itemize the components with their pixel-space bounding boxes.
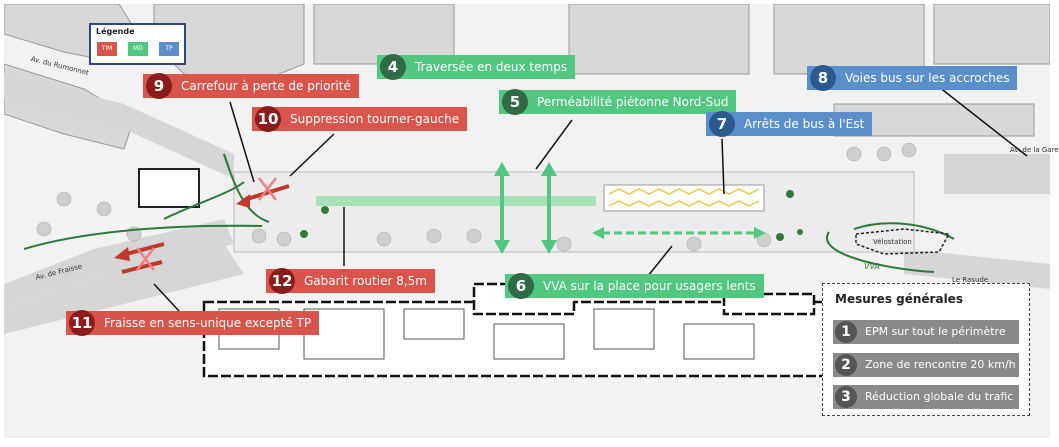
roads (4, 74, 1050, 334)
label-4: 4 Traversée en deux temps (377, 54, 576, 80)
label-5: 5 Perméabilité piétonne Nord-Sud (499, 89, 737, 115)
label-12-number: 12 (269, 268, 295, 294)
label-8-text: Voies bus sur les accroches (845, 71, 1010, 85)
cycle-symbols (300, 190, 803, 241)
measure-1: 1 EPM sur tout le périmètre (833, 320, 1019, 344)
label-11-text: Fraisse en sens-unique excepté TP (104, 316, 312, 330)
measure-2-text: Zone de rencontre 20 km/h (865, 358, 1016, 371)
one-way-arrows (114, 242, 165, 274)
label-7: 7 Arrêts de bus à l'Est (706, 111, 873, 137)
removed-turn-arrow (236, 177, 290, 208)
central-promenade (316, 196, 596, 206)
leader-lines (153, 86, 1028, 312)
label-4-number: 4 (380, 54, 406, 80)
label-4-text: Traversée en deux temps (415, 60, 568, 74)
general-measures-title: Mesures générales (835, 292, 963, 306)
legend-swatch-tp: TP (159, 42, 179, 56)
label-9-text: Carrefour à perte de priorité (181, 79, 351, 93)
measure-2-number: 2 (835, 354, 857, 376)
trees (36, 142, 917, 252)
pedestrian-arrows (494, 162, 557, 254)
street-label-rasude: Le Rasude (952, 276, 989, 284)
label-8-number: 8 (810, 65, 836, 91)
label-10: 10 Suppression tourner-gauche (252, 106, 468, 132)
label-9-number: 9 (146, 73, 172, 99)
label-10-number: 10 (255, 106, 281, 132)
street-label-velostation: Vélostation (873, 238, 912, 246)
label-9: 9 Carrefour à perte de priorité (143, 73, 359, 99)
measure-3-text: Réduction globale du trafic (865, 390, 1014, 403)
street-label-vva: VVA (864, 262, 880, 271)
measure-1-text: EPM sur tout le périmètre (865, 325, 1006, 338)
label-6-text: VVA sur la place pour usagers lents (543, 279, 756, 293)
measure-1-number: 1 (835, 321, 857, 343)
legend: Légende TIM MD TP (89, 23, 186, 65)
label-7-text: Arrêts de bus à l'Est (744, 117, 865, 131)
label-5-number: 5 (502, 89, 528, 115)
label-11-number: 11 (69, 310, 95, 336)
label-12-text: Gabarit routier 8,5m (304, 274, 427, 288)
legend-swatch-md: MD (128, 42, 148, 56)
label-5-text: Perméabilité piétonne Nord-Sud (537, 95, 729, 109)
cycle-arrows (23, 153, 955, 273)
measure-3-number: 3 (835, 386, 857, 408)
vva-arrow (592, 227, 766, 239)
legend-swatch-tim: TIM (97, 42, 117, 56)
measure-2: 2 Zone de rencontre 20 km/h (833, 353, 1019, 377)
label-6-number: 6 (508, 273, 534, 299)
label-6: 6 VVA sur la place pour usagers lents (505, 273, 764, 299)
label-10-text: Suppression tourner-gauche (290, 112, 460, 126)
label-8: 8 Voies bus sur les accroches (807, 65, 1018, 91)
general-measures-box: Mesures générales 1 EPM sur tout le périm… (822, 283, 1030, 416)
street-label-gare: Av. de la Gare (1010, 146, 1059, 154)
label-11: 11 Fraisse en sens-unique excepté TP (66, 310, 320, 336)
measure-3: 3 Réduction globale du trafic (833, 385, 1019, 409)
label-12: 12 Gabarit routier 8,5m (266, 268, 435, 294)
legend-title: Légende (96, 27, 135, 36)
label-7-number: 7 (709, 111, 735, 137)
